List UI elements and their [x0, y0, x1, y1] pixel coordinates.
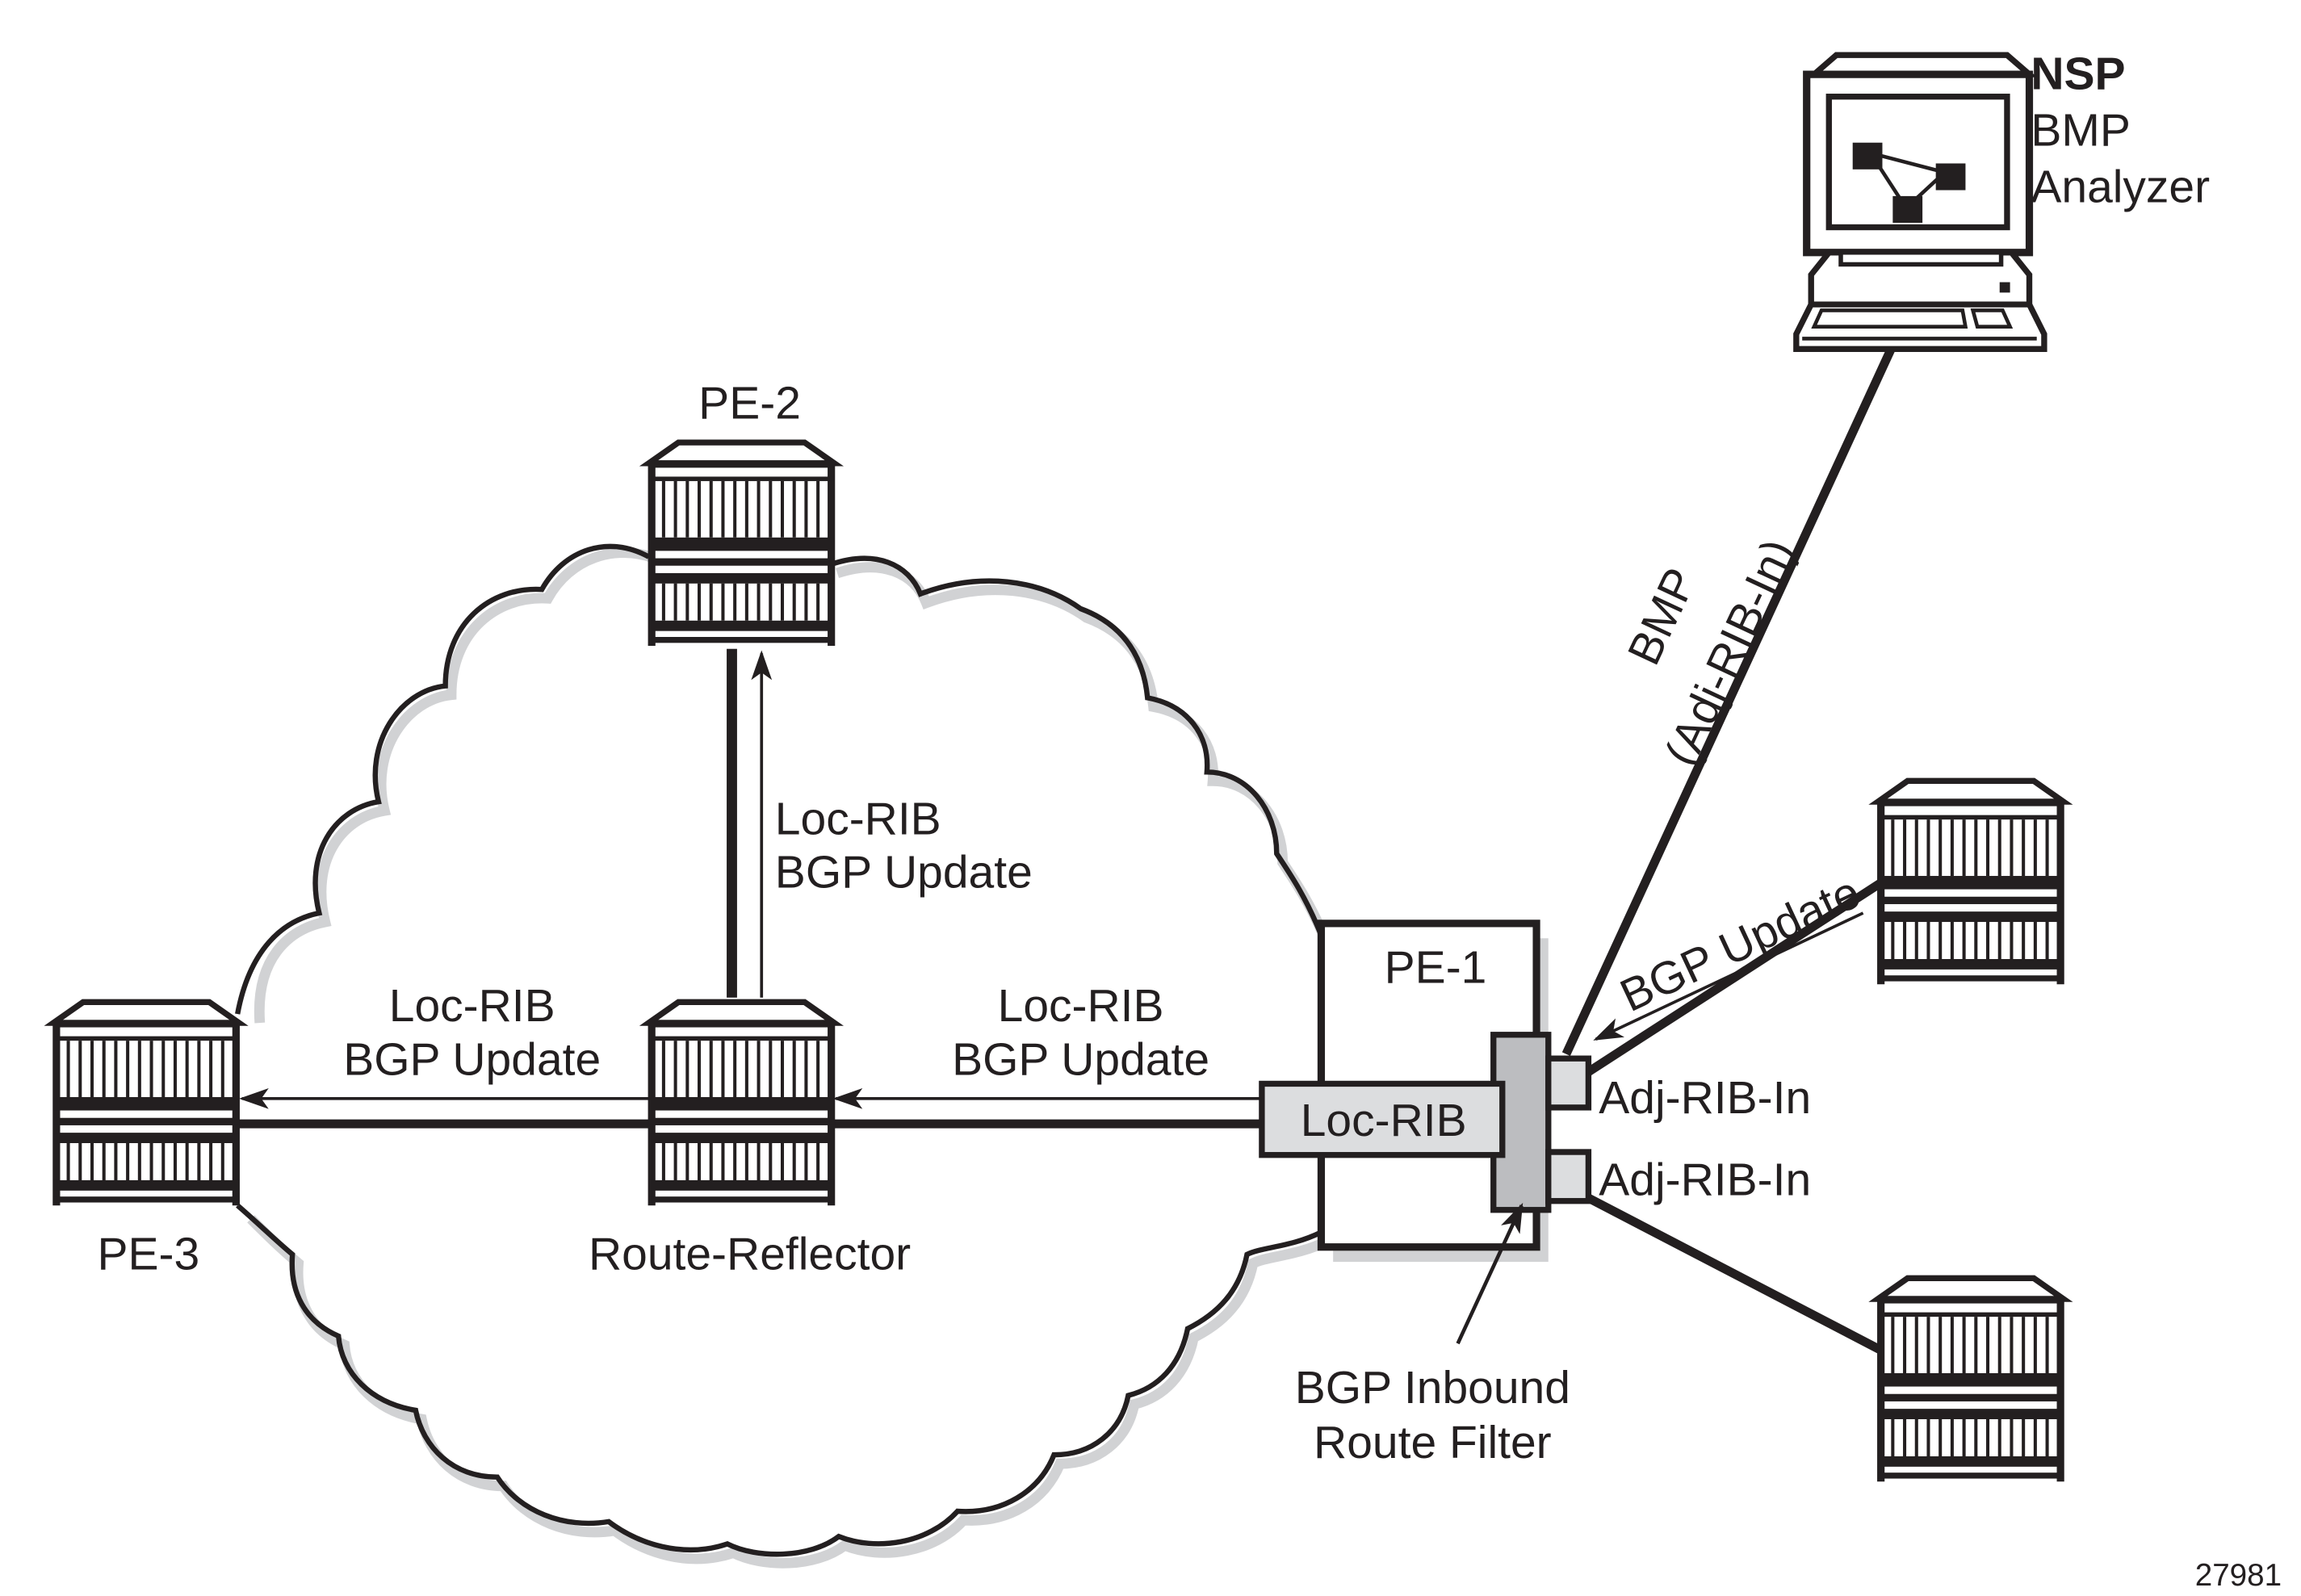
router-route-reflector [649, 1002, 835, 1205]
edge-bmp-label-1: BMP [1618, 560, 1707, 672]
nsp-title: NSP [2031, 48, 2125, 100]
computer-workstation-icon [1793, 52, 2047, 352]
router-pe3 [53, 1002, 239, 1205]
filter-callout-arrow [1456, 1202, 1524, 1345]
filter-callout-label-1: BGP Inbound [1295, 1362, 1570, 1414]
edge-pe1-rr-label-2: BGP Update [952, 1033, 1209, 1085]
edge-pe1-rr-label-1: Loc-RIB [998, 980, 1164, 1032]
edge-peer-pe1-label: BGP Update [1612, 866, 1867, 1022]
edge-rr-pe3-label-2: BGP Update [343, 1033, 601, 1085]
filter-callout-label-2: Route Filter [1314, 1417, 1552, 1468]
nsp-subtitle-analyzer: Analyzer [2031, 161, 2210, 212]
pe3-label: PE-3 [98, 1228, 200, 1280]
adj-rib-in-box-1 [1545, 1055, 1592, 1111]
link-pe1-nsp [1561, 295, 1919, 1056]
loc-rib-box [1259, 1080, 1506, 1158]
adj-rib-in-label-1: Adj-RIB-In [1599, 1072, 1811, 1124]
edge-rr-pe3-label-1: Loc-RIB [389, 980, 555, 1032]
pe1-label: PE-1 [1385, 941, 1487, 993]
adj-rib-in-label-2: Adj-RIB-In [1599, 1154, 1811, 1205]
router-pe2 [649, 442, 835, 646]
network-cloud-icon [235, 543, 1332, 1569]
pe2-label: PE-2 [698, 378, 801, 429]
link-peer-top-pe1 [1586, 878, 1885, 1076]
adj-rib-in-box-2 [1545, 1149, 1592, 1204]
loc-rib-label: Loc-RIB [1301, 1095, 1467, 1146]
figure-id: 27981 [2195, 1558, 2282, 1593]
edge-rr-pe2-label-2: BGP Update [775, 847, 1033, 899]
nsp-subtitle-bmp: BMP [2031, 104, 2131, 156]
link-peer-bottom-pe1 [1586, 1194, 1885, 1355]
edge-rr-pe2-label-1: Loc-RIB [775, 794, 941, 845]
arrow-peer-to-pe1 [1593, 911, 1864, 1041]
rr-label: Route-Reflector [589, 1228, 911, 1280]
pe1-node [1259, 919, 1592, 1263]
router-peer-bottom [1878, 1278, 2064, 1481]
router-peer-top [1878, 781, 2064, 984]
